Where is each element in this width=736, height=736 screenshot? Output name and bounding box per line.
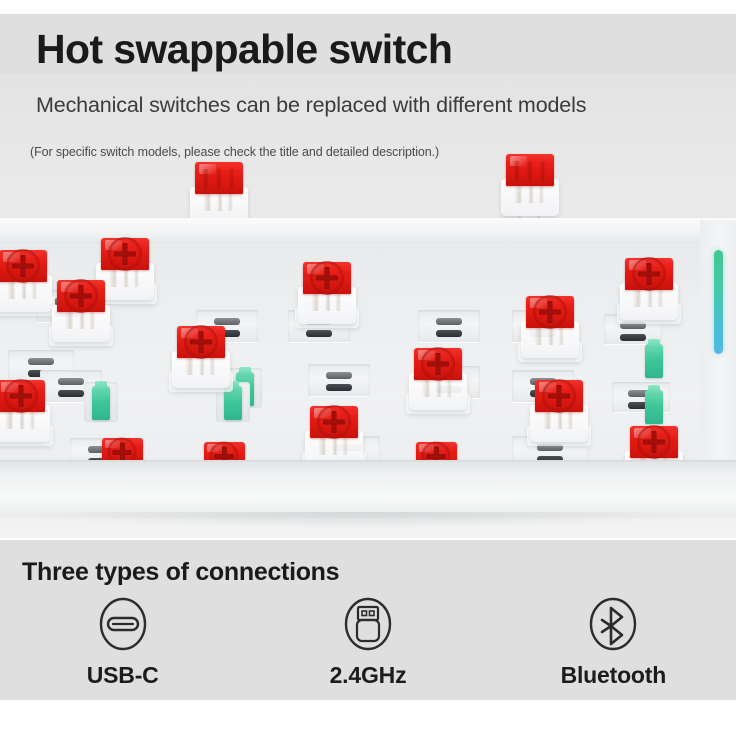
- keyboard-front-edge: [0, 460, 736, 463]
- empty-switch-socket: [308, 364, 370, 396]
- keyboard-front-bezel: [0, 462, 736, 518]
- installed-switch: [0, 379, 54, 446]
- empty-switch-socket: [418, 310, 480, 342]
- accent-light-strip: [714, 250, 723, 354]
- installed-switch: [92, 237, 158, 304]
- installed-switch: [616, 257, 682, 324]
- connection-item-usb-c: USB-C: [0, 596, 245, 689]
- stabilizer-insert: [645, 339, 663, 378]
- connection-label: 2.4GHz: [329, 662, 407, 688]
- usb-dongle-icon: [344, 597, 392, 651]
- installed-switch: [48, 279, 114, 346]
- connection-label: Bluetooth: [560, 662, 667, 688]
- stabilizer-insert: [92, 381, 110, 420]
- connection-label: USB-C: [86, 662, 159, 688]
- keyboard-drop-shadow: [10, 512, 710, 528]
- floating-switch: [190, 162, 248, 237]
- installed-switch: [405, 347, 471, 414]
- installed-switch: [0, 249, 56, 316]
- connection-item-24ghz: 2.4GHz: [245, 596, 490, 689]
- installed-switch: [526, 379, 592, 446]
- bluetooth-icon: [590, 597, 637, 651]
- installed-switch: [294, 261, 360, 328]
- page-note: (For specific switch models, please chec…: [30, 145, 440, 159]
- keyboard-product-photo: [0, 14, 736, 538]
- page-title: Hot swappable switch: [36, 26, 453, 72]
- connections-list: USB-C 2.4GHz Bluetooth: [0, 596, 736, 700]
- installed-switch: [301, 405, 367, 472]
- stabilizer-insert: [645, 385, 663, 424]
- page-subtitle: Mechanical switches can be replaced with…: [36, 93, 587, 117]
- installed-switch: [517, 295, 583, 362]
- installed-switch: [168, 325, 234, 392]
- floating-switch: [501, 154, 559, 229]
- connections-title: Three types of connections: [22, 558, 340, 586]
- connection-item-bluetooth: Bluetooth: [491, 596, 736, 689]
- hot-swap-section: Hot swappable switch Mechanical switches…: [0, 14, 736, 538]
- usb-c-port-icon: [99, 597, 146, 651]
